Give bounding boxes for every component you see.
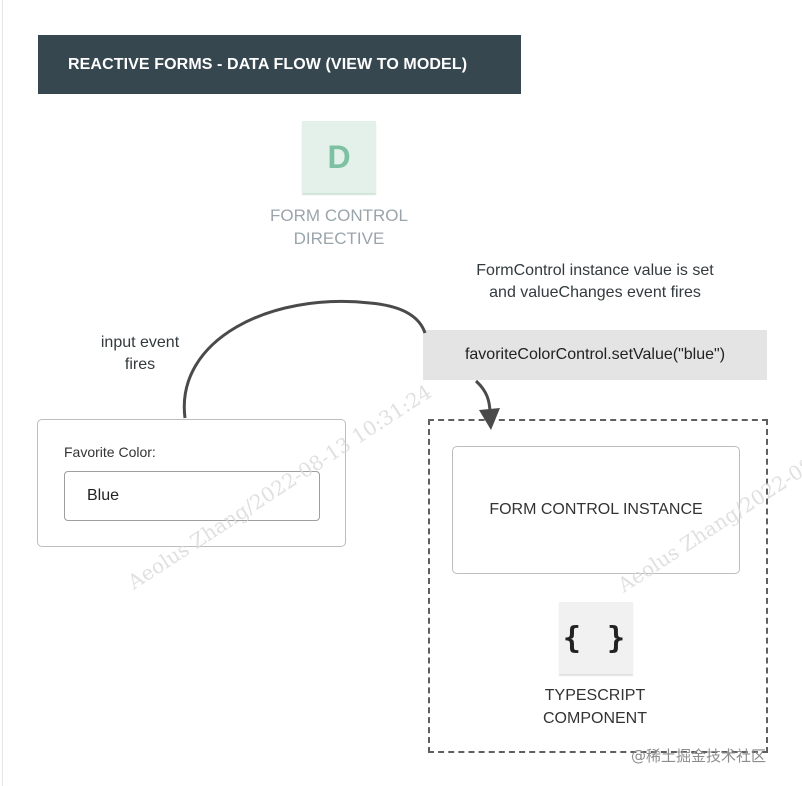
directive-caption-line-2: DIRECTIVE: [293, 229, 385, 248]
input-event-note: input event fires: [80, 332, 200, 376]
value-set-note-line-2: and valueChanges event fires: [489, 284, 701, 301]
value-set-note: FormControl instance value is set and va…: [440, 260, 750, 304]
flow-arc-arrow: [182, 300, 427, 419]
left-border-line: [2, 0, 3, 786]
favorite-color-input[interactable]: Blue: [64, 471, 320, 521]
directive-caption-line-1: FORM CONTROL: [270, 206, 408, 225]
set-value-code: favoriteColorControl.setValue("blue"): [423, 330, 767, 380]
typescript-caption-line-1: TYPESCRIPT: [544, 687, 646, 704]
input-event-note-line-2: fires: [124, 356, 156, 373]
directive-icon: D: [302, 121, 376, 193]
input-event-note-line-1: input event: [100, 334, 180, 351]
value-set-note-line-1: FormControl instance value is set: [476, 262, 714, 279]
flow-arrowhead-icon: [479, 408, 500, 430]
diagram-title: REACTIVE FORMS - DATA FLOW (VIEW TO MODE…: [38, 35, 521, 94]
favorite-color-form-card: Favorite Color: Blue: [37, 419, 346, 547]
source-credit: @稀土掘金技术社区: [631, 747, 767, 765]
curly-braces-glyph: { }: [562, 620, 630, 656]
directive-caption: FORM CONTROL DIRECTIVE: [250, 204, 428, 250]
flow-arrow-tail: [474, 379, 492, 415]
directive-icon-letter: D: [327, 138, 351, 175]
favorite-color-label: Favorite Color:: [64, 444, 156, 460]
typescript-component-boundary: [428, 419, 768, 753]
typescript-caption-line-2: COMPONENT: [543, 710, 647, 727]
curly-braces-icon: { }: [559, 602, 633, 674]
form-control-instance-box: FORM CONTROL INSTANCE: [452, 446, 740, 574]
typescript-component-caption: TYPESCRIPT COMPONENT: [505, 684, 685, 730]
